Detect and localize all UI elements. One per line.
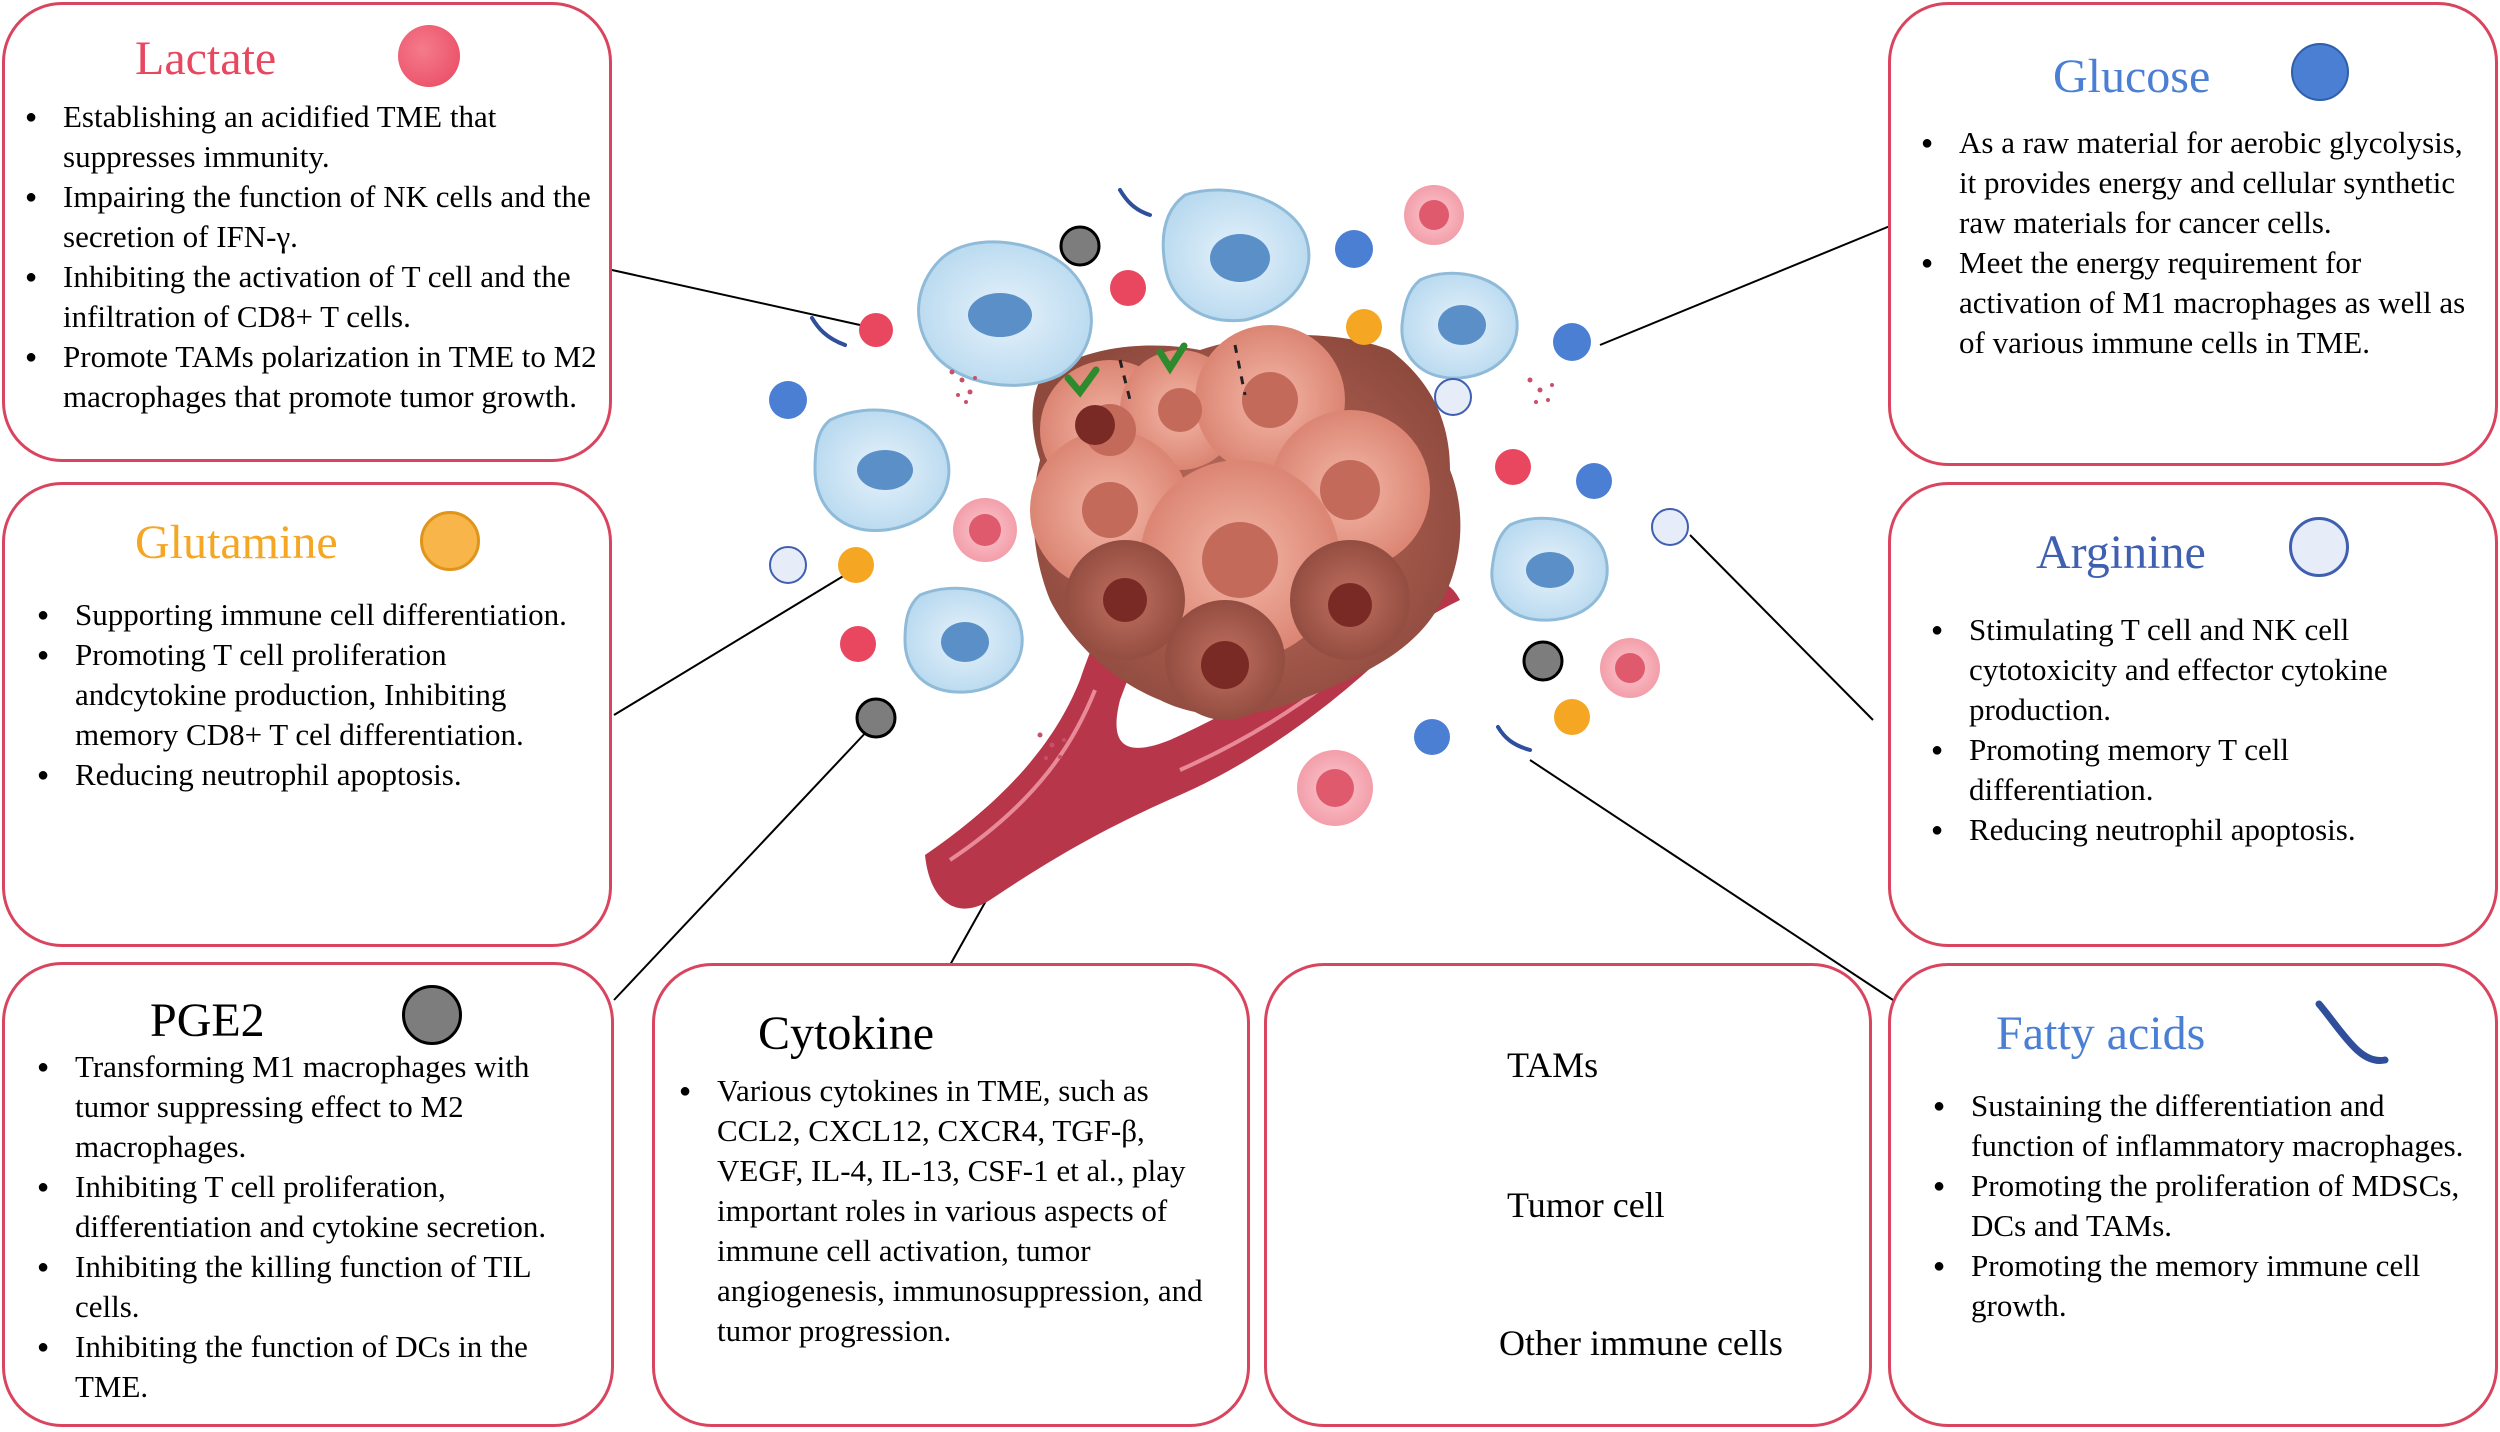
glucose-panel: Glucose As a raw material for aerobic gl… — [1888, 2, 2498, 466]
cytokine-panel: Cytokine Various cytokines in TME, such … — [652, 963, 1250, 1427]
glutamine-panel: Glutamine Supporting immune cell differe… — [2, 482, 612, 947]
cytokine-title: Cytokine — [758, 1007, 934, 1060]
list-item: Meet the energy requirement for activati… — [1919, 243, 2479, 363]
list-item: Stimulating T cell and NK cell cytotoxic… — [1929, 610, 2481, 730]
fatty-acids-list: Sustaining the differentiation and funct… — [1931, 1086, 2481, 1326]
list-item: Inhibiting the killing function of TIL c… — [35, 1247, 595, 1327]
glutamine-title: Glutamine — [135, 516, 338, 569]
glucose-list: As a raw material for aerobic glycolysis… — [1919, 123, 2479, 363]
legend-tams-label: TAMs — [1507, 1045, 1599, 1085]
arginine-dot-icon — [2289, 517, 2349, 577]
list-item: Sustaining the differentiation and funct… — [1931, 1086, 2481, 1166]
legend-tumor-label: Tumor cell — [1507, 1185, 1665, 1225]
pge2-panel: PGE2 Transforming M1 macrophages with tu… — [2, 962, 614, 1427]
list-item: As a raw material for aerobic glycolysis… — [1919, 123, 2479, 243]
list-item: Impairing the function of NK cells and t… — [23, 177, 603, 257]
lactate-panel: Lactate Establishing an acidified TME th… — [2, 2, 612, 462]
legend-other-label: Other immune cells — [1499, 1323, 1783, 1363]
pge2-dot-icon — [402, 985, 462, 1045]
cytokine-list: Various cytokines in TME, such as CCL2, … — [677, 1071, 1217, 1351]
list-item: Inhibiting the function of DCs in the TM… — [35, 1327, 595, 1407]
tumor-mass — [1030, 325, 1461, 720]
list-item: Transforming M1 macrophages with tumor s… — [35, 1047, 595, 1167]
list-item: Reducing neutrophil apoptosis. — [35, 755, 575, 795]
glutamine-list: Supporting immune cell differentiation. … — [35, 595, 575, 795]
glucose-dot-icon — [2291, 43, 2349, 101]
list-item: Reducing neutrophil apoptosis. — [1929, 810, 2481, 850]
fatty-acids-panel: Fatty acids Sustaining the differentiati… — [1888, 963, 2498, 1427]
connector-lines — [611, 225, 1894, 1001]
list-item: Inhibiting the activation of T cell and … — [23, 257, 603, 337]
lactate-dot-icon — [398, 25, 460, 87]
list-item: Promoting memory T cell differentiation. — [1929, 730, 2481, 810]
lactate-title: Lactate — [135, 32, 277, 85]
fatty-acid-strand-icon — [2315, 1000, 2389, 1064]
list-item: Promoting the proliferation of MDSCs, DC… — [1931, 1166, 2481, 1246]
arginine-panel: Arginine Stimulating T cell and NK cell … — [1888, 482, 2498, 947]
pge2-title: PGE2 — [150, 994, 265, 1047]
arginine-list: Stimulating T cell and NK cell cytotoxic… — [1929, 610, 2481, 850]
arginine-title: Arginine — [2036, 526, 2206, 579]
metabolite-dots — [769, 225, 1689, 755]
list-item: Promote TAMs polarization in TME to M2 m… — [23, 337, 603, 417]
glutamine-dot-icon — [420, 511, 480, 571]
list-item: Promoting the memory immune cell growth. — [1931, 1246, 2481, 1326]
list-item: Inhibiting T cell proliferation, differe… — [35, 1167, 595, 1247]
list-item: Promoting T cell proliferation andcytoki… — [35, 635, 575, 755]
lactate-list: Establishing an acidified TME that suppr… — [23, 97, 603, 417]
fatty-acid-strands — [810, 188, 1532, 752]
list-item: Supporting immune cell differentiation. — [35, 595, 575, 635]
list-item: Establishing an acidified TME that suppr… — [23, 97, 603, 177]
fatty-acids-title: Fatty acids — [1996, 1007, 2206, 1060]
glucose-title: Glucose — [2053, 50, 2211, 103]
list-item: Various cytokines in TME, such as CCL2, … — [677, 1071, 1217, 1351]
legend-panel: TAMs Tumor cell Other immune cells — [1264, 963, 1872, 1427]
pge2-list: Transforming M1 macrophages with tumor s… — [35, 1047, 595, 1407]
